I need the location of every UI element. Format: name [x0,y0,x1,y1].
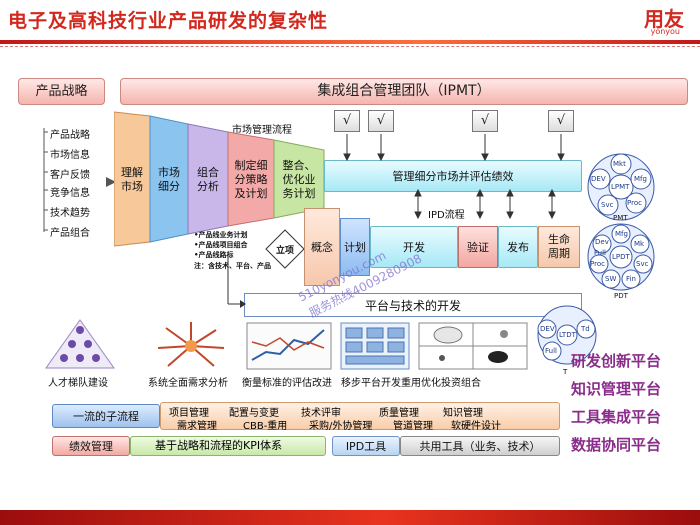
platform-knowledge: 知识管理平台 [571,380,662,398]
platform-tools: 工具集成平台 [571,408,662,426]
pdt-node-full: Full [594,249,606,257]
item-tech-review: 技术评审 [301,408,341,419]
item-procurement: 采购/外协管理 [309,421,373,432]
platform-rd-innovation: 研发创新平台 [571,352,662,370]
check-3: √ [472,110,498,132]
ipmt-box: 集成组合管理团队（IPMT） [120,78,688,105]
pdt-node-sw: SW [605,275,617,283]
kpi-text: 基于战略和流程的KPI体系 [130,436,326,456]
ltdt-node-full: Full [545,347,557,355]
ltdt-node-td: Td [581,325,590,333]
item-cbb-reuse: CBB-重用 [243,421,288,432]
pdt-label: PDT [614,292,628,300]
ltdt-label: T [563,368,568,376]
footer-bar [0,510,700,525]
caption-talent: 人才梯队建设 [48,378,108,389]
funnel-understand-market: 理解市场 [121,166,143,193]
pdt-node-mfg: Mfg [615,230,628,238]
stage-launch: 发布 [498,226,538,268]
stage-verify: 验证 [458,226,498,268]
item-config-change: 配置与变更 [229,408,279,419]
page-title: 电子及高科技行业产品研发的复杂性 [8,10,329,32]
stage-develop: 开发 [370,226,458,268]
left-label-market-info: 市场信息 [50,150,90,161]
pmt-node-proc: Proc [627,199,642,207]
stage-lifecycle: 生命周期 [538,226,580,268]
pdt-node-fin: Fin [626,275,636,283]
item-requirement-mgmt: 需求管理 [177,421,217,432]
pdt-node-dev: Dev [595,238,609,246]
left-label-customer-feedback: 客户反馈 [50,170,90,181]
item-pipeline-mgmt: 管道管理 [393,421,433,432]
funnel-portfolio-analysis: 组合分析 [197,166,219,193]
bullet-project-portfolio: •产品线项目组合 [194,241,248,249]
portfolio-matrix-icon [418,322,528,370]
stage-plan: 计划 [340,218,370,276]
kpi-label: 绩效管理 [52,436,130,456]
decision-label: 立项 [275,245,294,256]
ipd-flow-label: IPD流程 [428,210,465,221]
strategy-box: 产品战略 [18,78,105,105]
funnel-market-segment: 市场细分 [158,166,180,193]
check-2: √ [368,110,394,132]
pmt-center: LPMT [611,183,630,191]
market-flow-label: 市场管理流程 [232,125,292,136]
pmt-team-circle [587,153,655,221]
ltdt-node-dev: DEV [540,325,555,333]
flow-arrows [343,134,565,220]
ltdt-team-circle [537,305,597,365]
caption-requirement: 系统全面需求分析 [148,378,228,389]
platform-tech-bar: 平台与技术的开发 [244,293,582,317]
item-hw-sw-design: 软硬件设计 [451,421,501,432]
yonyou-logo: 用友 [644,7,684,31]
item-knowledge-mgmt: 知识管理 [443,408,483,419]
requirement-analysis-icon [157,322,225,367]
left-label-strategy: 产品战略 [50,130,90,141]
subprocess-label: 一流的子流程 [52,404,160,428]
pmt-node-mkt: Mkt [613,160,626,168]
metrics-chart-icon [246,322,332,370]
funnel-segment-strategy: 制定细分策略及计划 [234,159,268,200]
check-1: √ [334,110,360,132]
caption-metrics: 衡量标准的评估改进 [242,378,332,389]
stage-concept: 概念 [304,208,340,286]
pmt-node-svc: Svc [601,201,614,209]
platform-data: 数据协同平台 [571,436,662,454]
left-label-tech-trend: 技术趋势 [50,208,90,219]
funnel-integrate-plan: 整合、优化业务计划 [282,159,316,200]
pmt-node-mfg: Mfg [634,175,647,183]
decision-diamond [265,229,305,269]
item-project-mgmt: 项目管理 [169,408,209,419]
talent-pyramid-icon [45,319,115,369]
pdt-node-svc: Svc [636,260,649,268]
bullet-note: 注：含技术、平台、产品 [194,262,271,270]
pdt-node-mk: Mk [634,240,645,248]
platform-reuse-icon [340,322,410,370]
left-label-portfolio: 产品组合 [50,228,90,239]
pdt-center: LPDT [612,253,630,261]
pmt-label: PMT [613,214,628,222]
check-4: √ [548,110,574,132]
left-label-competition: 竞争信息 [50,188,90,199]
header-divider [0,46,700,47]
subprocess-items: 项目管理 配置与变更 技术评审 质量管理 知识管理 需求管理 CBB-重用 采购… [160,402,560,432]
left-bracket [43,128,116,232]
header-bar [0,40,700,44]
funnel-shapes [114,111,325,247]
bullet-roadmap: •产品线路标 [194,251,234,259]
bullet-business-plan: •产品线业务计划 [194,231,248,239]
yonyou-logo-sub: yonyou [650,27,680,36]
pmt-node-dev: DEV [591,175,606,183]
caption-platform: 移步平台开发重用优化投资组合 [341,378,481,389]
platform-arrow [227,252,246,308]
ltdt-center: LTDT [559,331,576,339]
manage-segment-bar: 管理细分市场并评估绩效 [324,160,582,192]
pdt-team-circle [587,223,655,291]
item-quality-mgmt: 质量管理 [379,408,419,419]
pdt-node-proc: Proc [590,260,605,268]
common-tools: 共用工具（业务、技术） [400,436,560,456]
ipd-tools: IPD工具 [332,436,400,456]
